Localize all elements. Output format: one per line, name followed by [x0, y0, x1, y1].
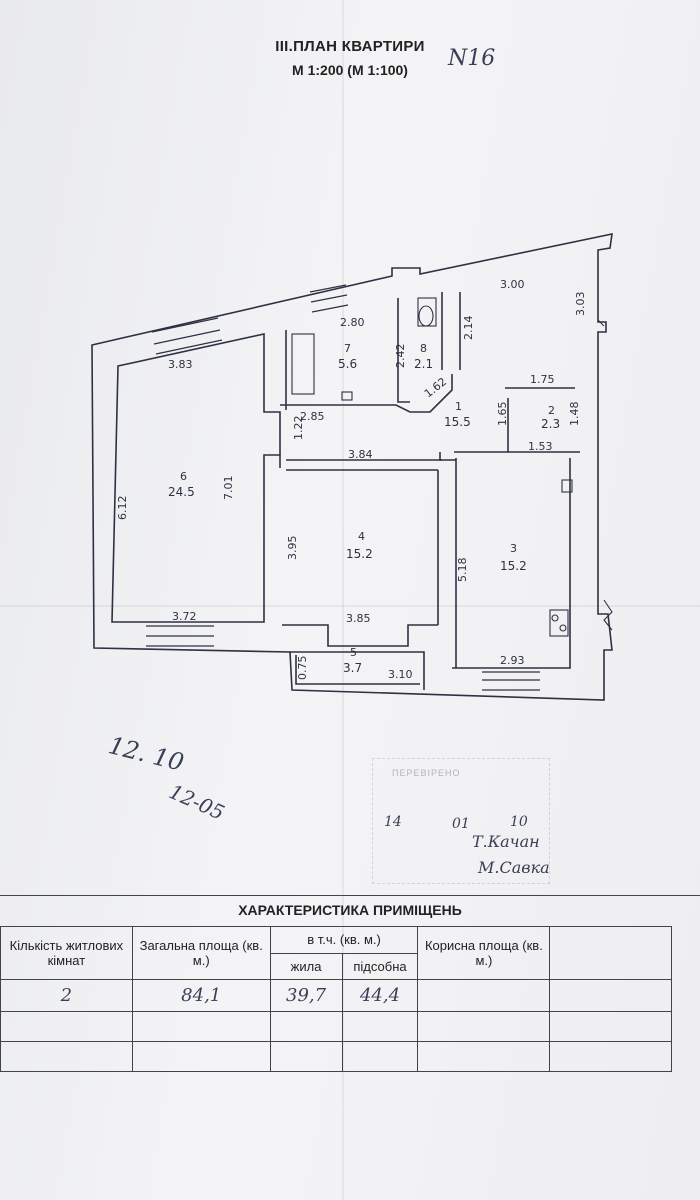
- room-2-area: 2.3: [541, 417, 560, 431]
- room-5-area: 3.7: [343, 661, 362, 675]
- value-living: 39,7: [269, 979, 343, 1012]
- table-empty-cell: [269, 1041, 343, 1072]
- signature-2: М.Савка: [478, 858, 550, 877]
- table-empty-cell: [131, 1041, 271, 1072]
- header-rooms-count: Кількість житлових кімнат: [0, 926, 133, 980]
- paper-fold-horizontal: [0, 605, 700, 607]
- value-total-area: 84,1: [131, 979, 271, 1012]
- header-total-area: Загальна площа (кв. м.): [131, 926, 271, 980]
- dim-3-72: 3.72: [172, 610, 197, 623]
- table-empty-cell: [549, 1011, 672, 1042]
- plan-walls: [91, 232, 613, 701]
- dim-2-42: 2.42: [394, 344, 407, 369]
- value-rooms-count: 2: [0, 979, 133, 1012]
- room-6-area: 24.5: [168, 485, 195, 499]
- dim-3-85: 3.85: [346, 612, 371, 625]
- characteristics-table: Кількість житлових кімнат Загальна площа…: [0, 926, 672, 1072]
- stamp-date-year: 10: [510, 814, 528, 830]
- header-useful-area: Корисна площа (кв. м.): [417, 926, 551, 980]
- table-title: ХАРАКТЕРИСТИКА ПРИМІЩЕНЬ: [238, 902, 462, 918]
- dim-0-75: 0.75: [296, 656, 309, 681]
- dim-2-85: 2.85: [300, 410, 325, 423]
- paper-fold-vertical: [342, 0, 344, 1200]
- dim-5-18: 5.18: [456, 558, 469, 583]
- apartment-number-handwritten: N16: [448, 46, 496, 71]
- value-auxiliary: 44,4: [341, 979, 419, 1012]
- room-8-number: 8: [420, 342, 427, 355]
- stamp-date-month: 01: [452, 816, 470, 832]
- room-7-number: 7: [344, 342, 351, 355]
- window-marks: [146, 284, 540, 691]
- value-empty: [549, 979, 672, 1012]
- document-scale: М 1:200 (М 1:100): [292, 62, 408, 78]
- dim-1-48: 1.48: [568, 402, 581, 427]
- dim-1-75: 1.75: [530, 373, 555, 386]
- room-6-number: 6: [180, 470, 187, 483]
- signature-1: Т.Качан: [472, 832, 540, 851]
- table-empty-cell: [0, 1041, 133, 1072]
- dim-3-95: 3.95: [286, 536, 299, 561]
- header-living: жила: [269, 952, 343, 980]
- table-empty-cell: [341, 1011, 419, 1042]
- header-incl: в т.ч. (кв. м.): [269, 926, 419, 954]
- table-empty-cell: [417, 1041, 551, 1072]
- dim-3-03: 3.03: [574, 292, 587, 317]
- dim-3-10: 3.10: [388, 668, 413, 681]
- room-2-number: 2: [548, 404, 555, 417]
- table-empty-cell: [549, 1041, 672, 1072]
- value-useful-area: [417, 979, 551, 1012]
- table-empty-cell: [269, 1011, 343, 1042]
- table-top-border: [0, 895, 700, 896]
- table-empty-cell: [131, 1011, 271, 1042]
- table-empty-cell: [417, 1011, 551, 1042]
- document-title: III.ПЛАН КВАРТИРИ: [275, 38, 425, 55]
- dim-1-53: 1.53: [528, 440, 553, 453]
- dim-6-12: 6.12: [116, 496, 129, 521]
- room-3-area: 15.2: [500, 559, 527, 573]
- dim-7-01: 7.01: [222, 476, 235, 501]
- room-7-area: 5.6: [338, 357, 357, 371]
- stamp-date-day: 14: [384, 814, 402, 830]
- table-empty-cell: [341, 1041, 419, 1072]
- dim-3-84: 3.84: [348, 448, 373, 461]
- dim-2-14: 2.14: [462, 316, 475, 341]
- room-3-number: 3: [510, 542, 517, 555]
- dim-3-83: 3.83: [168, 358, 193, 371]
- room-1-area: 15.5: [444, 415, 471, 429]
- dim-2-93: 2.93: [500, 654, 525, 667]
- dim-3-00: 3.00: [500, 278, 525, 291]
- room-5-number: 5: [350, 646, 357, 659]
- header-auxiliary: підсобна: [341, 952, 419, 980]
- room-1-number: 1: [455, 400, 462, 413]
- table-empty-cell: [0, 1011, 133, 1042]
- dim-1-22: 1.22: [292, 416, 305, 441]
- stamp-text: ПЕРЕВІРЕНО: [392, 768, 461, 778]
- header-empty: [549, 926, 672, 980]
- room-4-number: 4: [358, 530, 365, 543]
- dim-2-80: 2.80: [340, 316, 365, 329]
- faded-stamp: [372, 758, 550, 884]
- room-4-area: 15.2: [346, 547, 373, 561]
- dim-1-65: 1.65: [496, 402, 509, 427]
- room-8-area: 2.1: [414, 357, 433, 371]
- fixtures: [291, 297, 613, 637]
